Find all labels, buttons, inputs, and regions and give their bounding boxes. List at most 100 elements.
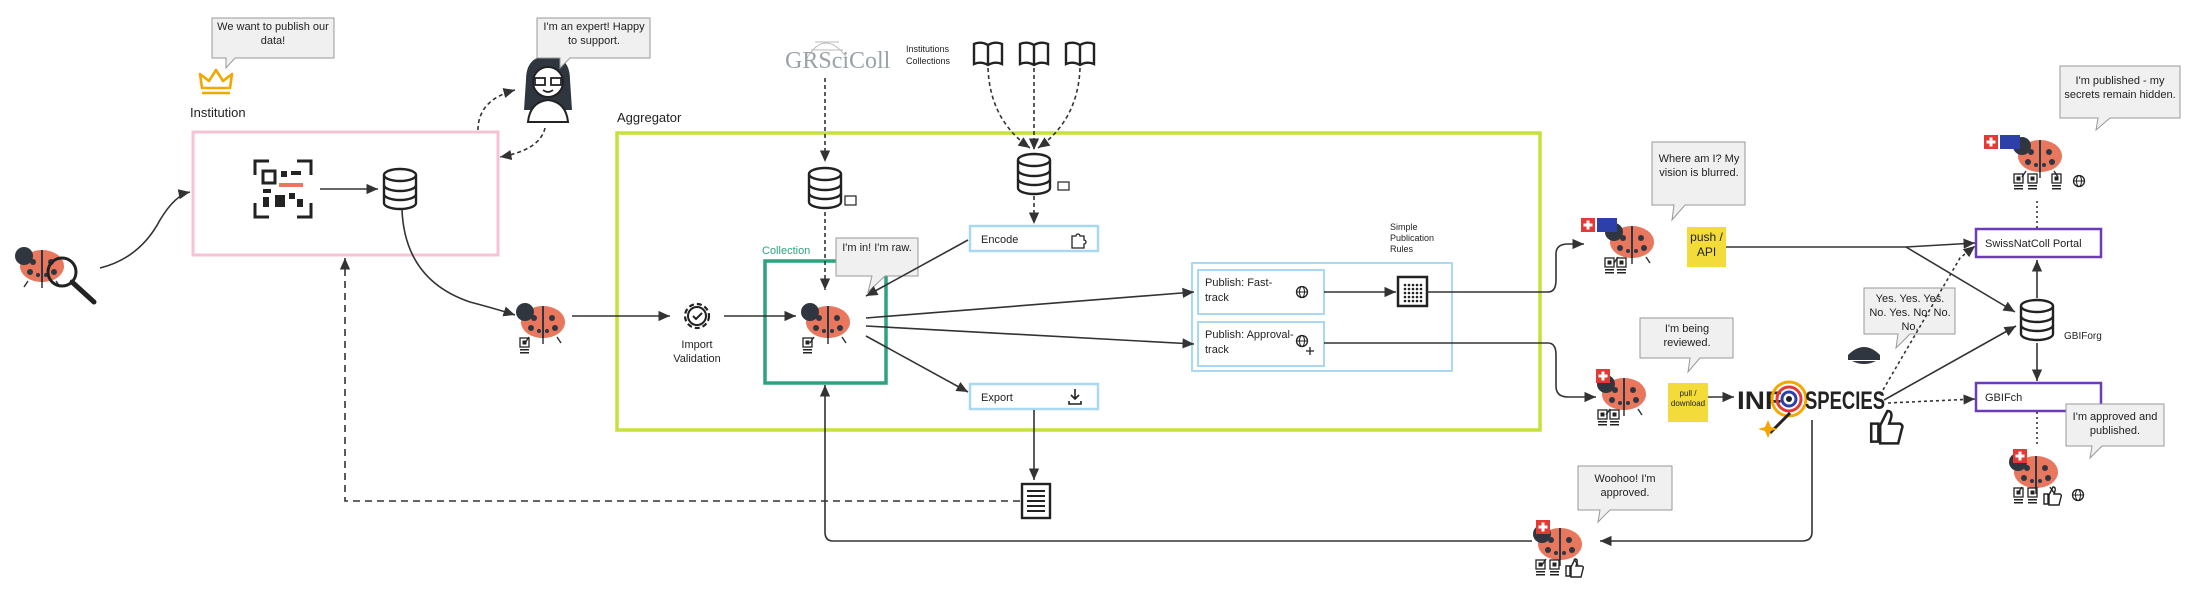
expert-speech-bubble: I'm an expert! Happy to support. [536,17,651,70]
swissnatcoll-portal-label: SwissNatColl Portal [1985,238,2082,250]
arrow-collection-to-fast-track [865,287,1195,319]
arrow-expert-to-institution [499,127,546,161]
published-badges [2013,173,2062,191]
gbiforg-label: GBIForg [2064,331,2102,342]
book-small-icon [1057,181,1070,191]
approved-globe-icon [2071,488,2085,502]
expert-avatar [524,56,572,123]
export-label: Export [981,392,1013,404]
arrow-book3-to-db [1037,67,1081,149]
arrow-document-to-institution [339,258,1020,502]
collection-speech-bubble: I'm in! I'm raw. [835,237,919,294]
published-secret-bubble-text: I'm published - my secrets remain hidden… [2064,75,2176,101]
eu-flag-icon [1597,218,1617,232]
arrow-book1-to-db [987,67,1031,149]
rules-dots [1403,283,1423,303]
infospecies-logo-right: SPECIES [1805,387,1885,415]
ladybug-magnifier-icon [14,246,97,305]
download-icon [1068,389,1082,405]
arrow-db-to-ladybug [401,209,516,317]
reviewed-bubble-text: I'm being reviewed. [1663,323,1711,349]
encode-label: Encode [981,234,1018,246]
arrow-start-to-institution [99,189,191,269]
institution-label: Institution [190,105,246,120]
published-secret-speech-bubble: I'm published - my secrets remain hidden… [2059,65,2181,132]
approved-published-speech-bubble: I'm approved and published. [2065,403,2165,460]
import-validation-gear-icon [683,302,711,330]
magic-wand-icon [1758,411,1792,438]
institution-speech-bubble: We want to publish our data! [211,17,335,70]
woohoo-swiss-flag-icon [1536,520,1550,534]
collection-database-icon [807,166,843,210]
collection-bubble-text: I'm in! I'm raw. [842,242,912,254]
publish-approval-track-box [1197,321,1325,367]
publish-fast-track-label: Publish: Fast-track [1205,277,1273,304]
collection-barcode-icon [802,337,813,355]
approved-published-bubble-text: I'm approved and published. [2072,411,2158,437]
published-ladybug [2012,136,2063,179]
pull-swiss-flag-icon [1596,369,1610,383]
crown-icon [198,68,234,95]
push-api-label: push / API [1690,230,1723,259]
swiss-flag-icon [1581,218,1595,232]
arrow-infospecies-to-gbifch [1887,394,1976,405]
push-api-note [1687,227,1726,267]
collection-label: Collection [762,245,810,257]
published-swiss-flag-icon [1984,135,1998,149]
swissnatcoll-portal-box [1974,227,2103,259]
where-bubble-text: Where am I? My vision is blurred. [1658,153,1740,179]
approval-globe-plus-icon [1295,334,1314,355]
arrow-institution-to-expert [477,88,516,131]
literature-database-icon [1016,152,1052,196]
institution-box [191,130,500,257]
arrow-push-to-swissnatcoll [1726,238,1976,249]
arrow-infospecies-to-swissnatcoll [1879,245,1976,396]
aggregator-box [615,131,1542,432]
publish-approval-track-label: Publish: Approval-track [1205,329,1294,356]
approved-swiss-flag-icon [2013,449,2027,463]
aggregator-label: Aggregator [617,110,682,125]
arrow-approval-to-pull [1324,342,1596,403]
publish-group-box [1191,262,1453,372]
arrow-infospecies-to-gbiforg [1883,325,2017,401]
published-globe-icon [2072,174,2086,188]
grscicoll-logo: GRSciColl [785,41,891,74]
yes-no-speech-bubble: Yes. Yes. Yes. No. Yes. No. No. No. [1863,287,1956,350]
grscicoll-caption: Institutions Collections [906,44,951,66]
where-speech-bubble: Where am I? My vision is blurred. [1651,141,1746,222]
book-icon-1 [972,41,1004,67]
qr-scanner-icon [253,159,313,219]
document-small-icon [844,195,857,206]
thumbs-up-icon [1869,409,1904,445]
woohoo-speech-bubble: Woohoo! I'm approved. [1577,465,1673,524]
expert-bubble-text: I'm an expert! Happy to support. [543,21,645,47]
published-eu-flag-icon [2000,135,2020,149]
arrow-woohoo-to-collection [819,385,1532,542]
document-icon [1020,482,1052,520]
infospecies-logo: INF SPECIES [1737,380,1885,418]
puzzle-icon [1071,233,1087,249]
connectors [99,67,2043,547]
pull-download-label: pull / download [1670,389,1706,408]
encode-box [968,224,1100,253]
institution-database-icon [382,167,418,211]
rules-label: Simple Publication Rules [1390,222,1435,254]
yes-no-bubble-text: Yes. Yes. Yes. No. Yes. No. No. No. [1869,293,1951,332]
arrow-push-to-gbiforg [1905,246,2016,313]
import-validation-label: Import Validation [673,339,721,365]
institution-bubble-text: We want to publish our data! [217,21,329,47]
book-icon-2 [1018,41,1050,67]
gbiforg-database-icon [2019,298,2055,342]
gbifch-label: GBIFch [1985,392,2022,404]
pull-download-note [1668,383,1708,422]
grscicoll-logo-text: GRSciColl [785,48,891,74]
reviewed-speech-bubble: I'm being reviewed. [1639,317,1734,374]
arrow-encode-to-collection [865,239,969,297]
book-icon-3 [1064,41,1096,67]
arrow-rules-to-push [1427,238,1584,293]
arrow-collection-to-approval-track [865,325,1195,349]
police-hat-icon [1848,347,1880,364]
arrow-collection-to-export [865,335,969,393]
woohoo-bubble-text: Woohoo! I'm approved. [1594,473,1656,499]
